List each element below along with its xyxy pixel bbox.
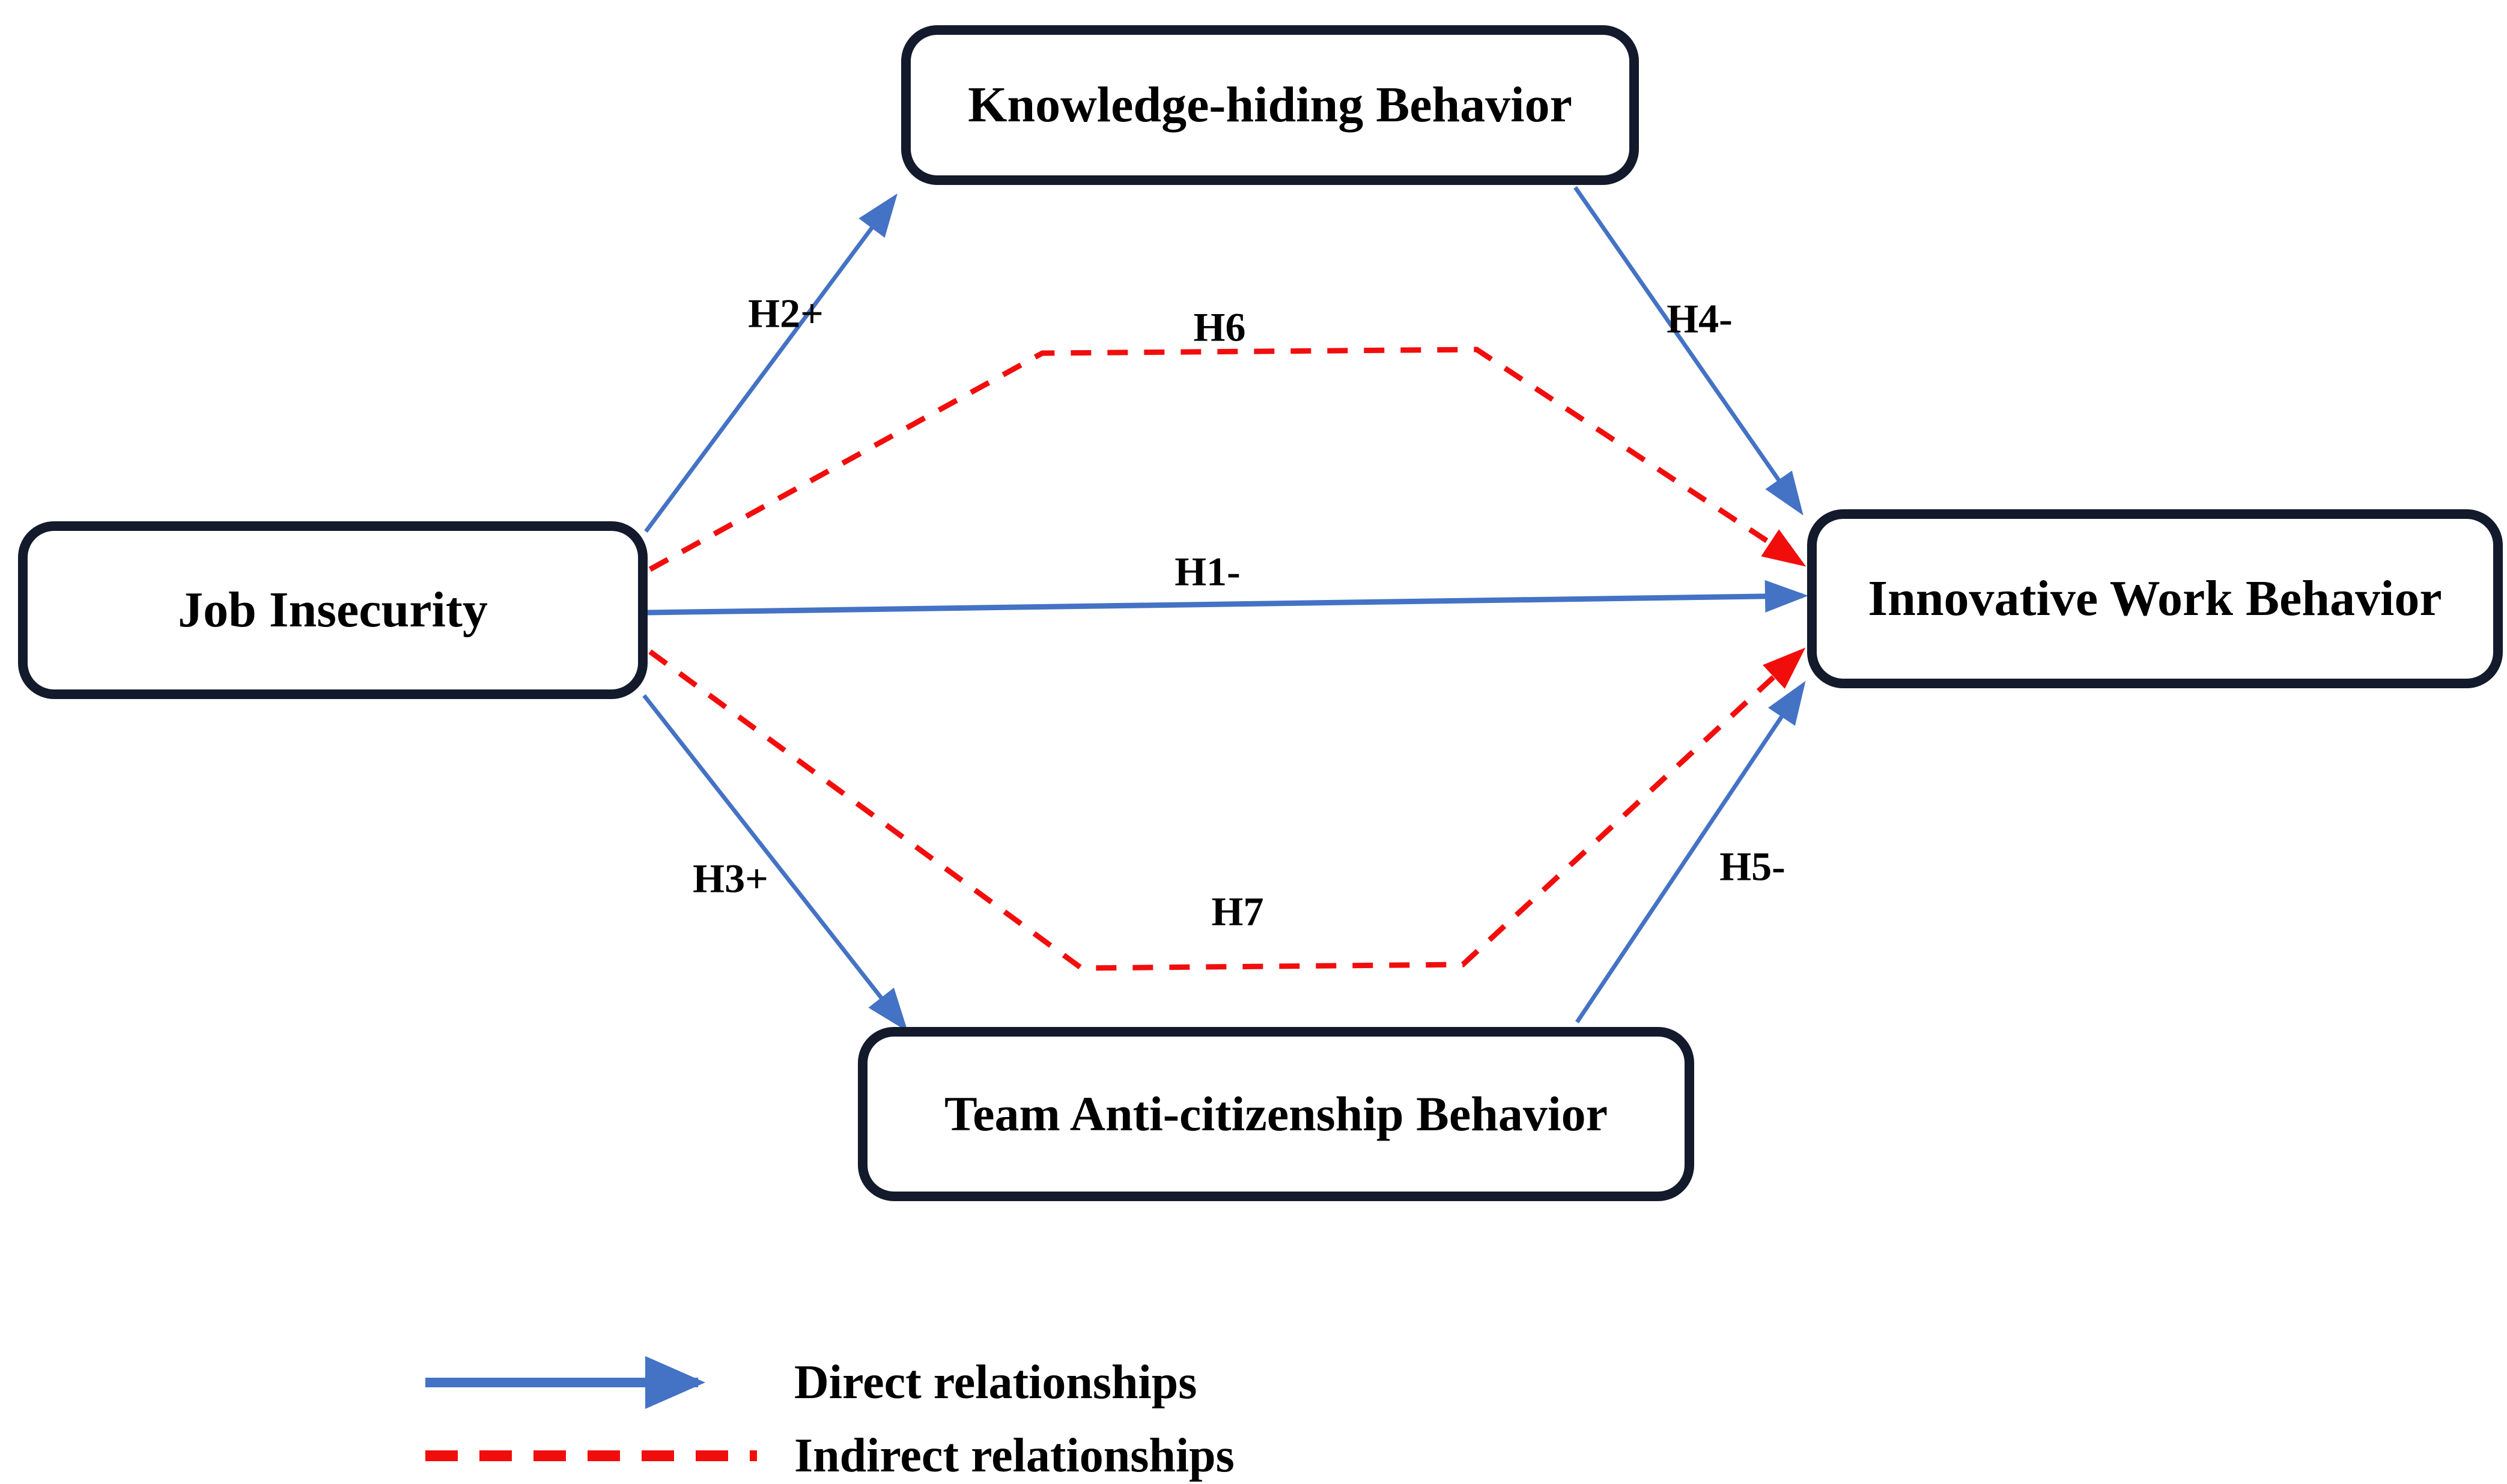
edge-label-h5: H5-	[1719, 843, 1785, 889]
legend-indirect-label: Indirect relationships	[794, 1429, 1235, 1482]
node-job-insecurity-label: Job Insecurity	[178, 581, 488, 638]
edge-h3-direct-arrow	[642, 694, 908, 1032]
edge-label-h1: H1-	[1174, 548, 1241, 595]
node-team-anti-citizenship-behavior-label: Team Anti-citizenship Behavior	[944, 1086, 1608, 1141]
edge-h6-indirect-arrow	[648, 347, 1807, 572]
edge-h5-direct-arrow	[1575, 680, 1806, 1023]
legend-direct-arrow-icon	[425, 1356, 705, 1409]
edge-label-h6: H6	[1193, 304, 1246, 350]
edge-h4-direct-arrow	[1573, 186, 1804, 516]
edge-label-h7: H7	[1211, 888, 1264, 934]
node-team-anti-citizenship-behavior: Team Anti-citizenship Behavior	[858, 1027, 1694, 1201]
legend-indirect-dash-icon	[425, 1450, 757, 1461]
node-knowledge-hiding-behavior-label: Knowledge-hiding Behavior	[968, 76, 1572, 133]
edge-label-h2: H2+	[748, 290, 824, 336]
edge-h2-direct-arrow	[644, 193, 898, 533]
node-knowledge-hiding-behavior: Knowledge-hiding Behavior	[901, 25, 1639, 185]
legend-direct-row: Direct relationships	[421, 1346, 1197, 1419]
node-innovative-work-behavior: Innovative Work Behavior	[1807, 509, 2503, 688]
edge-h1-direct-arrow	[647, 580, 1808, 616]
edge-label-h4: H4-	[1667, 295, 1733, 342]
edge-h7-indirect-arrow	[648, 647, 1806, 971]
node-job-insecurity: Job Insecurity	[18, 521, 648, 699]
legend-direct-label: Direct relationships	[794, 1355, 1197, 1409]
edge-label-h3: H3+	[693, 855, 768, 901]
node-innovative-work-behavior-label: Innovative Work Behavior	[1868, 570, 2442, 626]
legend-indirect-row: Indirect relationships	[421, 1420, 1235, 1484]
